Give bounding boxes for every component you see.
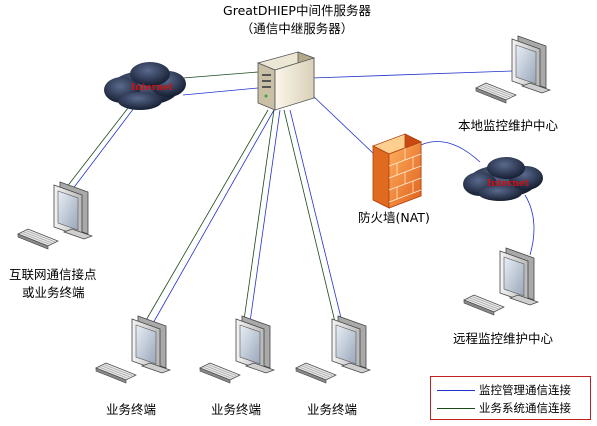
legend-business-label: 业务系统通信连接 xyxy=(479,401,571,415)
terminal-computer-3 xyxy=(295,315,372,384)
cloud-right-label: Internet xyxy=(487,179,530,189)
legend-monitor-line xyxy=(437,390,475,391)
internet-cloud-left: Internet xyxy=(104,62,186,110)
server-subtitle: （通信中继服务器） xyxy=(241,21,354,36)
middleware-server xyxy=(256,51,316,111)
internet-node-label-line2: 或业务终端 xyxy=(22,285,85,300)
terminal-label-2: 业务终端 xyxy=(211,402,261,417)
local-center-label: 本地监控维护中心 xyxy=(458,118,559,133)
legend-business-line xyxy=(437,408,475,409)
server-title: GreatDHIEP中间件服务器 xyxy=(223,3,371,18)
local-center-computer xyxy=(475,35,552,104)
terminal-computer-2 xyxy=(199,315,276,384)
remote-center-computer xyxy=(463,247,540,316)
terminal-computer-1 xyxy=(95,315,172,384)
internet-node-label-line1: 互联网通信接点 xyxy=(9,267,97,282)
internet-node-computer xyxy=(17,181,94,250)
legend: 监控管理通信连接 业务系统通信连接 xyxy=(430,376,591,420)
legend-monitor-label: 监控管理通信连接 xyxy=(479,383,571,397)
legend-business-row: 业务系统通信连接 xyxy=(437,399,587,417)
internet-cloud-right: Internet xyxy=(463,157,543,201)
connections xyxy=(65,70,535,326)
cloud-left-label: Internet xyxy=(131,83,174,93)
terminal-label-1: 业务终端 xyxy=(106,402,156,417)
terminal-label-3: 业务终端 xyxy=(307,402,357,417)
firewall-icon xyxy=(372,133,422,209)
firewall-label: 防火墙(NAT) xyxy=(358,210,430,225)
remote-center-label: 远程监控维护中心 xyxy=(453,331,554,346)
legend-monitor-row: 监控管理通信连接 xyxy=(437,381,587,399)
